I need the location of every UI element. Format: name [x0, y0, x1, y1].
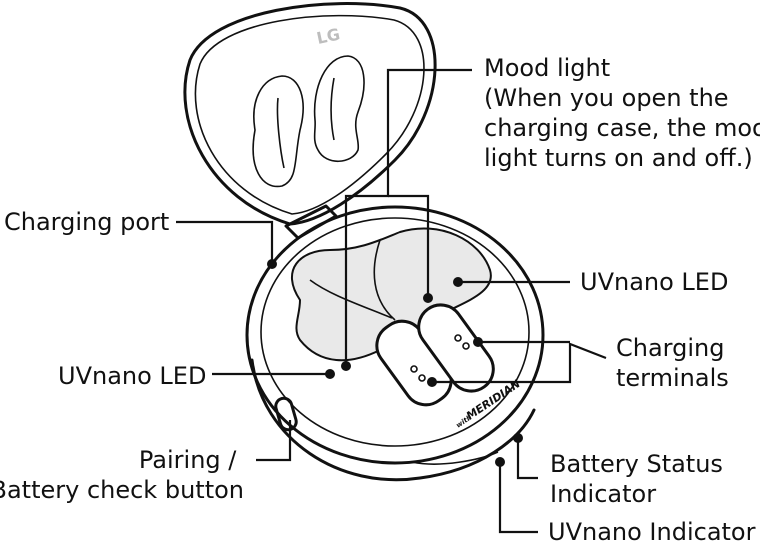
label-charging-port: Charging port: [4, 208, 169, 236]
case-lid: LG: [183, 2, 437, 226]
lid-logo-text: LG: [315, 24, 342, 47]
leader-pairing-button: [256, 420, 292, 462]
label-uvnano-led-left: UVnano LED: [58, 362, 206, 390]
battery-status-line-1: Battery Status: [550, 450, 723, 478]
pairing-line-2: Battery check button: [0, 476, 244, 504]
mood-light-line-2: (When you open the: [484, 84, 729, 112]
battery-status-line-2: Indicator: [550, 480, 656, 508]
label-uvnano-led-right: UVnano LED: [580, 268, 728, 296]
case-hinge: [284, 204, 338, 240]
earbud-tray: [290, 227, 492, 362]
leader-uvnano-indicator: [498, 462, 538, 534]
label-uvnano-indicator: UVnano Indicator: [548, 518, 756, 546]
leader-charging-port: [176, 220, 274, 264]
pairing-line-1: Pairing /: [139, 446, 237, 474]
case-base: with MERIDIAN: [245, 205, 545, 482]
mood-light-line-1: Mood light: [484, 54, 610, 82]
charging-terminals-line-2: terminals: [616, 364, 729, 392]
mood-light-line-3: charging case, the mood: [484, 114, 760, 142]
label-charging-terminals: Charging terminals: [616, 334, 732, 392]
stem-right: [417, 303, 495, 393]
label-pairing-button: Pairing / Battery check button: [0, 446, 244, 504]
leader-terminal-left: [432, 342, 607, 384]
charging-terminals-line-1: Charging: [616, 334, 724, 362]
pairing-button[interactable]: [274, 396, 298, 432]
label-mood-light: Mood light (When you open the charging c…: [484, 54, 760, 172]
label-battery-status: Battery Status Indicator: [550, 450, 731, 508]
leader-mood-light-right: [388, 194, 430, 298]
leader-battery-status: [516, 438, 538, 480]
mood-light-line-4: light turns on and off.): [484, 144, 753, 172]
